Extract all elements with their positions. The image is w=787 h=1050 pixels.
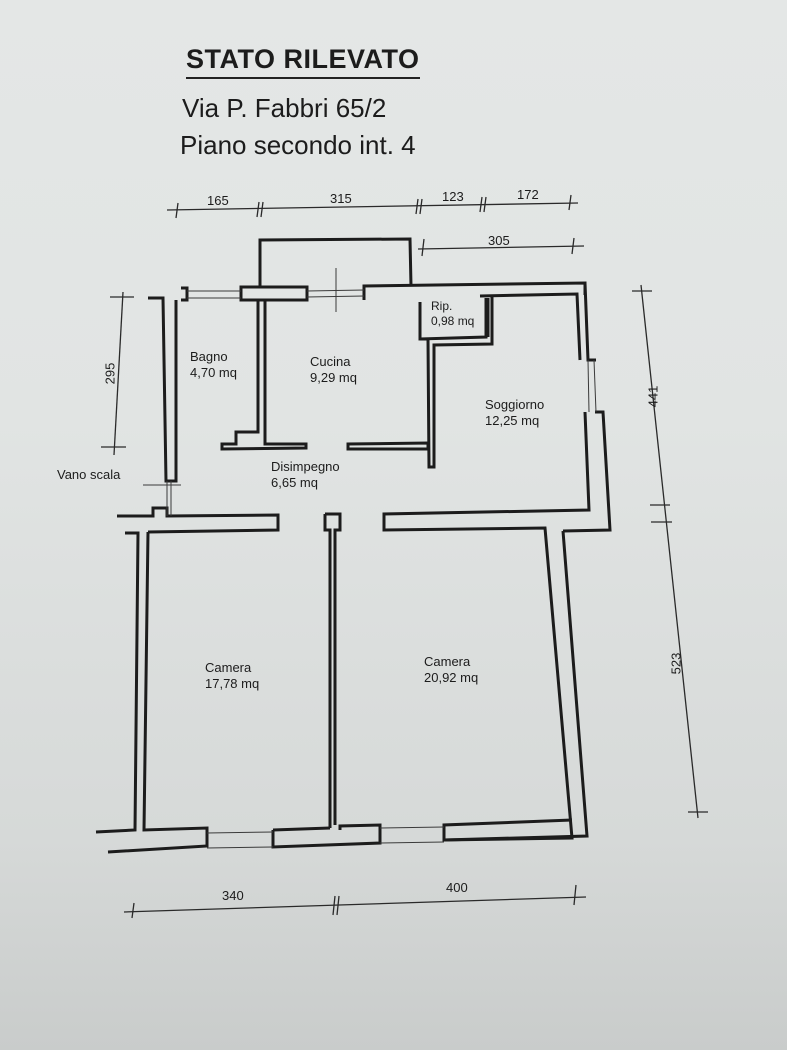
room-area: 0,98 mq bbox=[431, 314, 475, 328]
room-name: Camera bbox=[424, 654, 471, 669]
dim-top-4: 172 bbox=[517, 187, 539, 202]
balcony-outline bbox=[258, 237, 413, 288]
room-camera-left: Camera 17,78 mq bbox=[205, 660, 259, 692]
room-camera-right: Camera 20,92 mq bbox=[424, 654, 478, 686]
room-name: Rip. bbox=[431, 299, 453, 313]
room-area: 12,25 mq bbox=[485, 413, 540, 428]
room-name: Disimpegno bbox=[271, 459, 340, 474]
room-area: 4,70 mq bbox=[190, 365, 237, 380]
room-cucina: Cucina 9,29 mq bbox=[310, 354, 357, 386]
room-name: Camera bbox=[205, 660, 252, 675]
stairwell-label: Vano scala bbox=[57, 467, 121, 482]
dim-top-right: 305 bbox=[488, 233, 510, 248]
dim-top-2: 315 bbox=[330, 191, 352, 206]
room-area: 9,29 mq bbox=[310, 370, 357, 385]
floor-info: Piano secondo int. 4 bbox=[180, 130, 416, 160]
dim-bottom-1: 340 bbox=[222, 888, 244, 903]
dim-top-1: 165 bbox=[207, 193, 229, 208]
dim-left: 295 bbox=[102, 362, 118, 385]
dim-bottom-2: 400 bbox=[446, 880, 468, 895]
room-area: 6,65 mq bbox=[271, 475, 318, 490]
room-bagno: Bagno 4,70 mq bbox=[190, 349, 237, 381]
room-name: Soggiorno bbox=[485, 397, 545, 412]
plan-title: STATO RILEVATO bbox=[186, 44, 420, 79]
room-name: Bagno bbox=[190, 349, 228, 364]
dim-right-1: 441 bbox=[645, 385, 661, 408]
address: Via P. Fabbri 65/2 bbox=[182, 93, 387, 123]
dim-right-2: 523 bbox=[668, 652, 684, 675]
room-disimpegno: Disimpegno 6,65 mq bbox=[271, 459, 340, 491]
room-area: 17,78 mq bbox=[205, 676, 260, 691]
dim-top-3: 123 bbox=[442, 189, 464, 204]
room-area: 20,92 mq bbox=[424, 670, 479, 685]
room-name: Cucina bbox=[310, 354, 351, 369]
room-ripostiglio: Rip. 0,98 mq bbox=[431, 299, 474, 329]
dimension-lines bbox=[101, 194, 708, 919]
room-soggiorno: Soggiorno 12,25 mq bbox=[485, 397, 544, 429]
